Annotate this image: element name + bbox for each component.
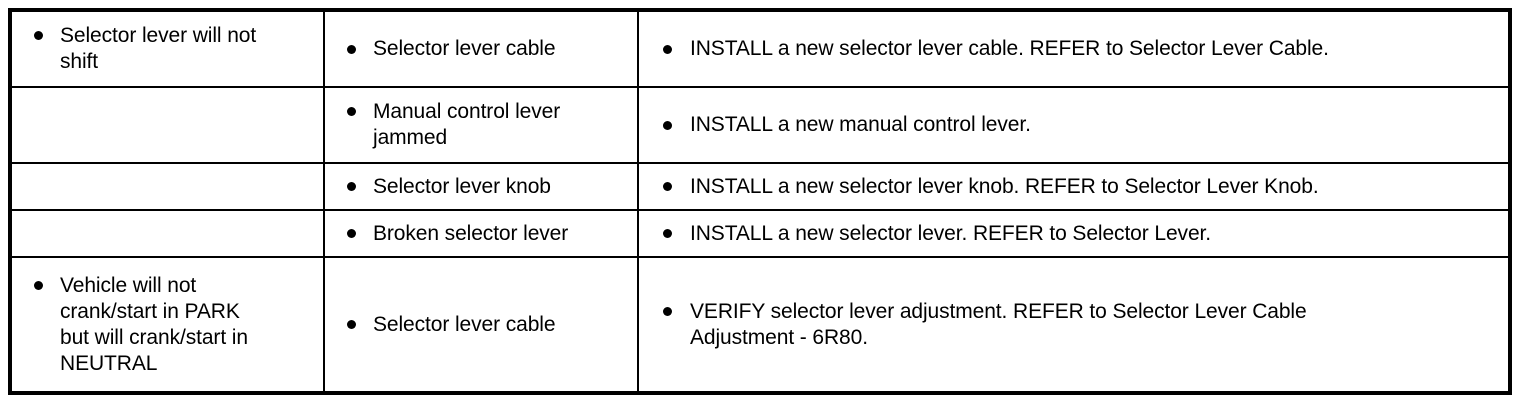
possible-source-cell: Broken selector lever [323,209,639,259]
bullet-icon [663,306,672,316]
bullet-icon [347,44,356,54]
condition-cell [9,86,325,165]
table-row: Selector lever knob INSTALL a new select… [9,162,1511,212]
action-text: INSTALL a new manual control lever. [690,113,1031,137]
possible-source-cell: Selector lever knob [323,162,639,212]
table-row: Vehicle will not crank/start in PARK but… [9,256,1511,394]
bullet-item: Selector lever cable [325,29,637,69]
table-row: Manual control lever jammed INSTALL a ne… [9,86,1511,165]
empty-condition-cell [12,211,323,256]
bullet-icon [663,120,672,130]
possible-source-cell: Manual control lever jammed [323,86,639,165]
condition-cell: Selector lever will not shift [9,8,325,89]
bullet-item: Manual control lever jammed [325,92,637,158]
bullet-item: Selector lever knob [325,167,637,207]
action-text: VERIFY selector lever adjustment. REFER … [690,299,1307,349]
possible-source-text: Broken selector lever [373,221,569,245]
bullet-icon [663,229,672,239]
bullet-icon [347,182,356,192]
symptom-chart-table: Selector lever will not shift Selector l… [8,8,1512,395]
bullet-icon [347,229,356,239]
empty-condition-cell [12,88,323,162]
possible-source-text: Manual control lever jammed [373,100,561,150]
bullet-item: Selector lever cable [325,305,637,345]
action-cell: INSTALL a new selector lever knob. REFER… [637,162,1511,212]
possible-source-text: Selector lever cable [373,37,556,61]
possible-source-cell: Selector lever cable [323,256,639,394]
condition-cell: Vehicle will not crank/start in PARK but… [9,256,325,394]
bullet-item: INSTALL a new selector lever. REFER to S… [639,214,1508,254]
bullet-icon [347,107,356,117]
table-body: Selector lever will not shift Selector l… [9,8,1511,394]
possible-source-text: Selector lever cable [373,312,556,336]
action-cell: INSTALL a new selector lever cable. REFE… [637,8,1511,89]
action-cell: VERIFY selector lever adjustment. REFER … [637,256,1511,394]
possible-source-text: Selector lever knob [373,174,551,198]
table-row: Broken selector lever INSTALL a new sele… [9,209,1511,259]
bullet-item: Selector lever will not shift [12,16,323,82]
condition-cell [9,209,325,259]
action-cell: INSTALL a new selector lever. REFER to S… [637,209,1511,259]
bullet-item: Broken selector lever [325,214,637,254]
bullet-item: INSTALL a new manual control lever. [639,105,1508,145]
condition-text: Vehicle will not crank/start in PARK but… [60,273,248,375]
bullet-icon [34,31,43,41]
action-text: INSTALL a new selector lever. REFER to S… [690,221,1211,245]
bullet-icon [347,320,356,330]
possible-source-cell: Selector lever cable [323,8,639,89]
action-text: INSTALL a new selector lever knob. REFER… [690,174,1319,198]
bullet-icon [34,280,43,290]
bullet-item: INSTALL a new selector lever knob. REFER… [639,167,1508,207]
bullet-icon [663,182,672,192]
bullet-item: VERIFY selector lever adjustment. REFER … [639,292,1508,358]
table-row: Selector lever will not shift Selector l… [9,8,1511,89]
condition-text: Selector lever will not shift [60,24,257,74]
condition-cell [9,162,325,212]
action-cell: INSTALL a new manual control lever. [637,86,1511,165]
bullet-item: Vehicle will not crank/start in PARK but… [12,266,323,384]
empty-condition-cell [12,164,323,209]
bullet-item: INSTALL a new selector lever cable. REFE… [639,29,1508,69]
action-text: INSTALL a new selector lever cable. REFE… [690,37,1329,61]
bullet-icon [663,44,672,54]
